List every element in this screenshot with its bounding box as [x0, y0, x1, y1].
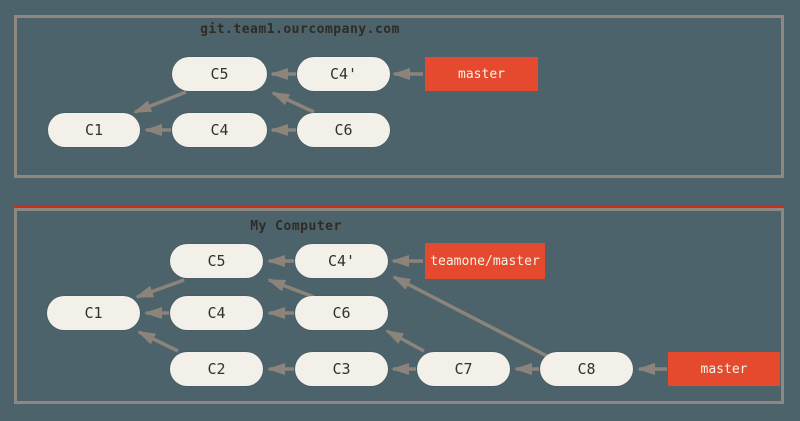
edge-arrow-c6-to-c5 — [267, 278, 315, 299]
local-box-accent-line — [14, 205, 784, 208]
local-box-title: My Computer — [250, 219, 342, 234]
edge-arrow-c7-to-c6 — [385, 329, 425, 353]
edge-arrow-c8-to-c4-prime — [392, 275, 550, 359]
edge-arrow-c5-to-c1 — [133, 90, 187, 114]
edge-arrow-c6-to-c5 — [271, 91, 315, 114]
edge-arrow-c2-to-c1 — [137, 330, 179, 353]
server-repo-box: git.team1.ourcompany.com — [14, 15, 784, 178]
server-box-title: git.team1.ourcompany.com — [200, 22, 400, 37]
edge-arrow-c5-to-c1 — [135, 278, 185, 299]
local-repo-box: My Computer — [14, 208, 784, 404]
